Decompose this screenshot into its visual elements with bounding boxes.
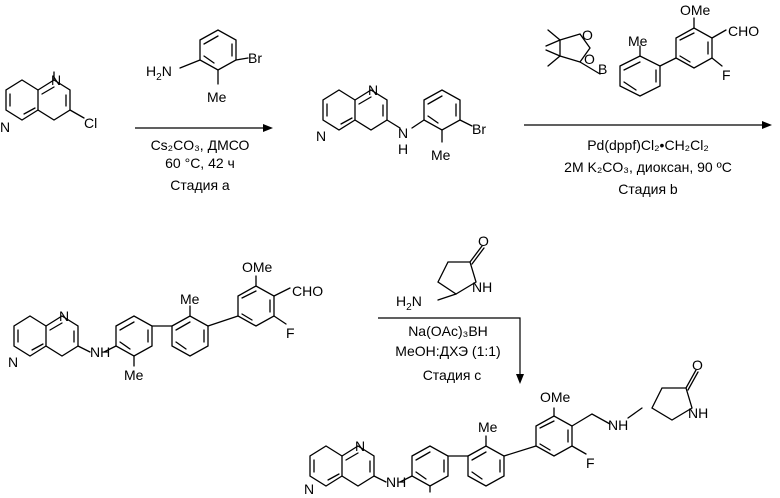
atom-o-label: O — [584, 51, 595, 67]
fluoro-label: F — [722, 67, 731, 83]
boronate-aldehyde-structure: O O B Me OMe CHO F — [546, 2, 759, 96]
atom-o-label: O — [692, 357, 703, 373]
bromomethylaniline-structure: H2N Br Me — [146, 30, 262, 105]
aminopyrrolidinone-structure: O NH H2N — [396, 233, 492, 313]
atom-n-label: N — [59, 308, 69, 324]
boron-label: B — [598, 61, 607, 77]
intermediate-b-structure: N N NH Me Me OMe CHO F — [8, 259, 323, 383]
methyl-label: Me — [124, 367, 144, 383]
methyl-label: Me — [180, 291, 200, 307]
reaction-arrow-a — [135, 124, 273, 132]
methyl-label: Me — [207, 89, 227, 105]
lactam-nh-label: NH — [472, 279, 492, 295]
methyl-label: Me — [478, 419, 498, 435]
methoxy-label: OMe — [242, 259, 273, 275]
step-b-label: Стадия b — [618, 181, 678, 197]
atom-n-label: N — [316, 128, 326, 144]
atom-o-label: O — [582, 27, 593, 43]
amine-nh2-label: H2N — [396, 293, 422, 313]
step-a-conditions-2: 60 °C, 42 ч — [165, 155, 235, 171]
step-c-conditions-2: MeOH:ДХЭ (1:1) — [395, 343, 500, 359]
methyl-label: Me — [431, 147, 451, 163]
bromo-label: Br — [248, 50, 262, 66]
atom-o-label: O — [478, 233, 489, 249]
atom-n-label: N — [51, 72, 61, 88]
amine-nh-h-label: H — [398, 141, 408, 157]
amine-nh-label: NH — [386, 474, 406, 490]
step-b-conditions-2: 2M K₂CO₃, диоксан, 90 ºC — [564, 159, 732, 175]
step-c-label: Стадия c — [423, 367, 482, 383]
methoxy-label: OMe — [540, 389, 571, 405]
atom-n-label: N — [368, 82, 378, 98]
amine-nh-n-label: N — [398, 125, 408, 141]
aldehyde-label: CHO — [292, 283, 323, 299]
amine-nh-label: NH — [90, 344, 110, 360]
fluoro-label: F — [586, 455, 595, 471]
intermediate-a-structure: N N N H Br Me — [316, 82, 486, 163]
atom-n-label: N — [304, 481, 314, 497]
fluoro-label: F — [286, 325, 295, 341]
methyl-label: Me — [628, 33, 648, 49]
methoxy-label: OMe — [680, 2, 711, 18]
chloropyridopyrazine-structure: N N Cl — [0, 72, 97, 135]
step-c-conditions-1: Na(OAc)₃BH — [408, 323, 488, 339]
chloro-label: Cl — [84, 115, 97, 131]
final-product-structure: N N NH Me OMe F NH O NH — [304, 357, 708, 497]
step-a-label: Стадия a — [170, 177, 230, 193]
step-b-conditions-1: Pd(dppf)Cl₂•CH₂Cl₂ — [587, 137, 709, 153]
step-a-conditions-1: Cs₂CO₃, ДМСО — [151, 137, 250, 153]
atom-n-label: N — [355, 438, 365, 454]
reaction-arrow-b — [524, 121, 772, 129]
amine-nh2-label: H2N — [146, 63, 172, 83]
secondary-amine-label: NH — [608, 417, 628, 433]
bromo-label: Br — [472, 121, 486, 137]
aldehyde-label: CHO — [728, 23, 759, 39]
atom-n-label: N — [8, 354, 18, 370]
atom-n-label: N — [0, 119, 10, 135]
lactam-nh-label: NH — [688, 405, 708, 421]
